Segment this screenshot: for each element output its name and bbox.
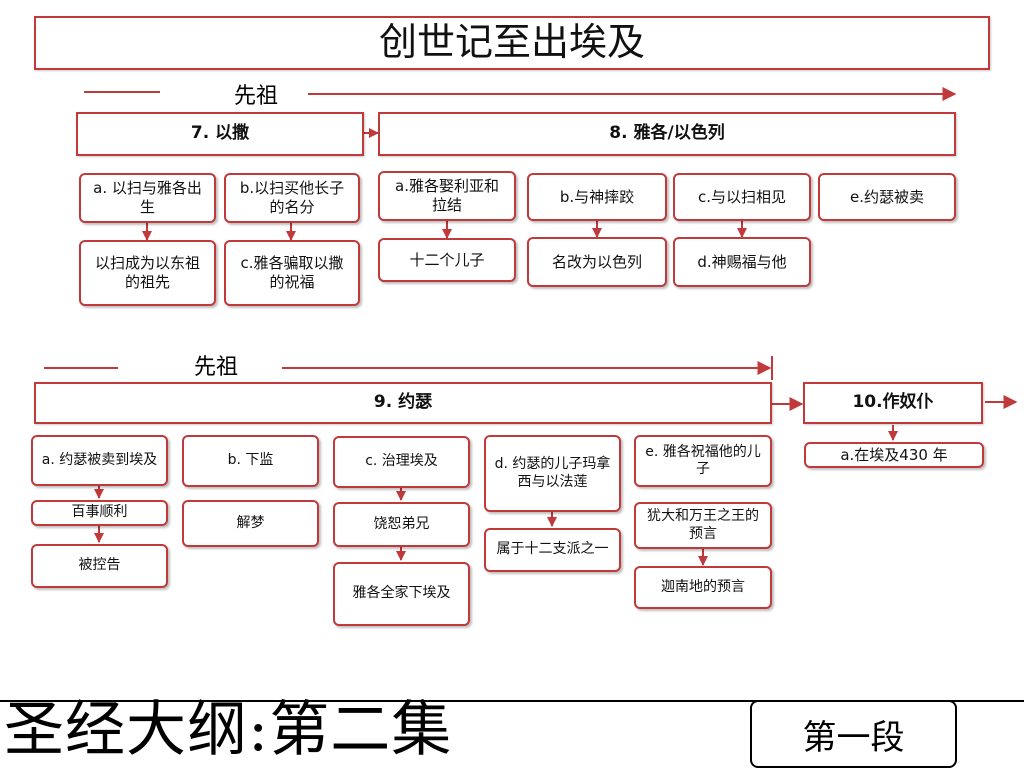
joseph-sub-e-r2: 迦南地的预言 (634, 566, 772, 609)
jacob-header: 8. 雅各/以色列 (378, 112, 956, 156)
joseph-sub-a-r1: 百事顺利 (31, 500, 168, 526)
footer-bar (0, 700, 1024, 768)
joseph-sub-a: a. 约瑟被卖到埃及 (31, 435, 168, 486)
jacob-sub-e: e.约瑟被卖 (818, 173, 956, 221)
joseph-sub-e: e. 雅各祝福他的儿子 (634, 435, 772, 487)
isaac-sub-b-result: c.雅各骗取以撒的祝福 (224, 240, 360, 306)
joseph-sub-d-r1: 属于十二支派之一 (484, 528, 621, 572)
jacob-sub-b: b.与神摔跤 (527, 173, 667, 221)
page-title: 创世记至出埃及 (34, 16, 990, 70)
footer-part-box: 第一段 (750, 700, 957, 768)
footer-title: 圣经大纲:第二集 (4, 695, 453, 765)
jacob-sub-a: a.雅各娶利亚和拉结 (378, 171, 516, 221)
joseph-sub-d: d. 约瑟的儿子玛拿西与以法莲 (484, 435, 621, 512)
isaac-header: 7. 以撒 (76, 112, 364, 156)
jacob-sub-b-result: 名改为以色列 (527, 237, 667, 287)
jacob-sub-c-result: d.神赐福与他 (673, 237, 811, 287)
jacob-sub-a-result: 十二个儿子 (378, 238, 516, 282)
ancestors-label-2: 先祖 (194, 355, 239, 380)
slavery-sub-a: a.在埃及430 年 (804, 442, 984, 468)
isaac-sub-a: a. 以扫与雅各出生 (79, 173, 216, 223)
joseph-sub-e-r1: 犹大和万王之王的预言 (634, 502, 772, 549)
slavery-header: 10.作奴仆 (803, 382, 983, 424)
joseph-sub-c-r2: 雅各全家下埃及 (333, 562, 470, 626)
joseph-sub-b: b. 下监 (182, 435, 319, 487)
isaac-sub-b: b.以扫买他长子的名分 (224, 173, 360, 223)
isaac-sub-a-result: 以扫成为以东祖的祖先 (79, 240, 216, 306)
jacob-sub-c: c.与以扫相见 (673, 173, 811, 221)
joseph-header: 9. 约瑟 (34, 382, 772, 424)
joseph-sub-c: c. 治理埃及 (333, 436, 470, 488)
joseph-sub-b-r1: 解梦 (182, 500, 319, 547)
joseph-sub-a-r2: 被控告 (31, 544, 168, 588)
ancestors-label-1: 先祖 (234, 84, 279, 109)
joseph-sub-c-r1: 饶恕弟兄 (333, 502, 470, 547)
